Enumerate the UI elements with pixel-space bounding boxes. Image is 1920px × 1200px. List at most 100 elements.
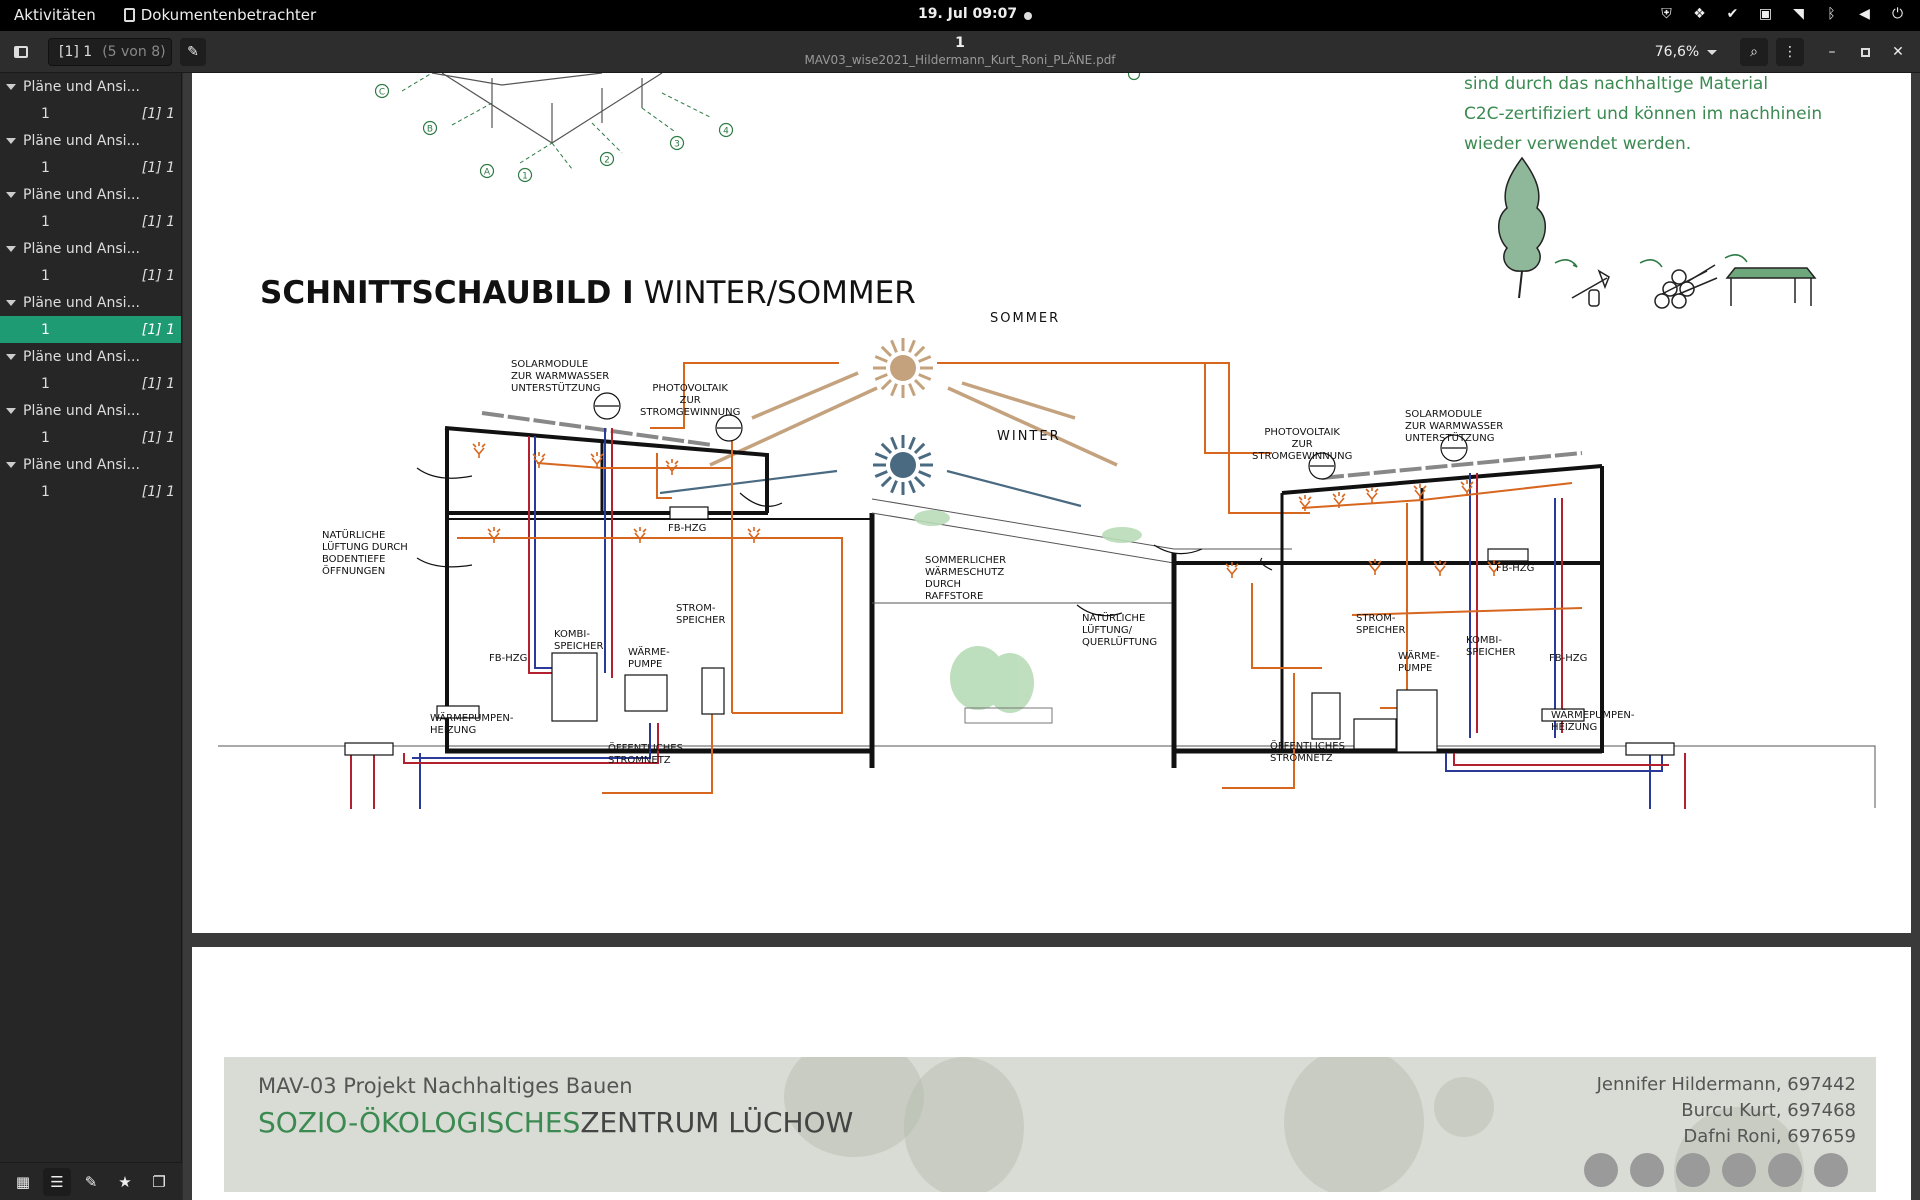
grid-icon: ▦ [15, 1172, 31, 1191]
check-circle-icon[interactable]: ✔ [1726, 6, 1739, 22]
shield-icon[interactable]: ⛨ [1661, 6, 1672, 22]
heading-light: WINTER/SOMMER [643, 275, 916, 311]
outline-entry-page: [1] 1 [141, 429, 175, 446]
ray [908, 383, 916, 397]
expander-triangle-icon[interactable] [6, 137, 16, 144]
sidebar-toggle-button[interactable] [7, 38, 35, 66]
kebab-menu-icon: ⋮ [1783, 44, 1797, 60]
heat-pump-right-label: WÄRME- PUMPE [1398, 651, 1440, 674]
project-subtitle: MAV-03 Projekt Nachhaltiges Bauen [258, 1074, 633, 1098]
volume-icon[interactable]: ◀ [1859, 6, 1870, 22]
ray [880, 442, 893, 455]
outline-button[interactable]: ☰ [43, 1167, 71, 1196]
outline-entry-page: [1] 1 [141, 375, 175, 392]
outline-section-label: Pläne und Ansi... [23, 186, 140, 203]
zoom-dropdown[interactable]: 76,6% [1644, 38, 1728, 66]
expander-triangle-icon[interactable] [6, 245, 16, 252]
outline-entry-label: 1 [41, 213, 50, 230]
activities-button[interactable]: Aktivitäten [14, 6, 96, 24]
outline-section[interactable]: Pläne und Ansi... [0, 397, 181, 424]
minimize-button[interactable]: – [1818, 38, 1846, 66]
lamp-icon [472, 442, 486, 458]
app-name: Dokumentenbetrachter [140, 6, 317, 24]
outline-entry[interactable]: 1[1] 1 [0, 370, 181, 397]
bookmarks-button[interactable]: ★ [111, 1168, 139, 1196]
floor-heating-left-upper-label: FB-HZG [668, 523, 707, 534]
outline-entry[interactable]: 1 [1] 1 [0, 154, 181, 181]
outline-entry-page: [1] 1 [141, 105, 175, 122]
lamp-icon [1487, 560, 1501, 576]
outline-section[interactable]: Pläne und Ansi... [0, 73, 181, 100]
system-tray[interactable]: ⛨ ❖ ✔ ▣ ◥ ᛒ ◀ ⏻ [1658, 6, 1906, 23]
window-subtitle: MAV03_wise2021_Hildermann_Kurt_Roni_PLÄN… [804, 53, 1116, 67]
axis-marker-label: B [427, 125, 433, 135]
current-page: [1] 1 [59, 44, 93, 60]
outline-entry[interactable]: 1[1] 1 [0, 208, 181, 235]
outline-entry[interactable]: 1 [1] 1 [0, 424, 181, 451]
outline-section[interactable]: Pläne und Ansi... [0, 451, 181, 478]
ray [890, 480, 898, 494]
clock[interactable]: 19. Jul 09:07 [918, 6, 1018, 22]
indicator-dot [1768, 1153, 1802, 1187]
axis-marker-label: C [379, 88, 385, 98]
power-icon[interactable]: ⏻ [1891, 6, 1904, 22]
search-button[interactable]: ⌕ [1740, 38, 1768, 66]
attachments-button[interactable]: ❐ [145, 1168, 173, 1196]
heat-pump-left-label: WÄRME- PUMPE [628, 647, 670, 670]
display-icon[interactable]: ▣ [1758, 6, 1773, 22]
outline-entry-label: 1 [41, 429, 50, 446]
project-title-dark: ZENTRUM LÜCHOW [580, 1106, 854, 1139]
bluetooth-icon[interactable]: ᛒ [1827, 6, 1836, 22]
menu-button[interactable]: ⋮ [1776, 38, 1804, 66]
outline-section[interactable]: Pläne und Ansi... [0, 181, 181, 208]
outline-entry-page: [1] 1 [141, 483, 175, 500]
outline-entry[interactable]: 1[1] 1 [0, 478, 181, 505]
close-icon: ✕ [1892, 44, 1904, 60]
outline-section[interactable]: Pläne und Ansi... [0, 235, 181, 262]
notification-dot [1024, 12, 1032, 20]
author: Jennifer Hildermann, 697442 [1596, 1074, 1856, 1095]
outline-section[interactable]: Pläne und Ansi... [0, 289, 181, 316]
lamp-icon [1298, 495, 1312, 511]
axis-marker-label: 3 [674, 140, 680, 150]
outline-entry[interactable]: 1[1] 1 [0, 100, 181, 127]
outline-section[interactable]: Pläne und Ansi... [0, 343, 181, 370]
chevron-down-icon [1707, 49, 1718, 55]
expander-triangle-icon[interactable] [6, 353, 16, 360]
page-number-field[interactable]: [1] 1 (5 von 8) [48, 38, 172, 66]
expander-triangle-icon[interactable] [6, 191, 16, 198]
expander-triangle-icon[interactable] [6, 407, 16, 414]
floor-heating-left-lower-label: FB-HZG [489, 653, 528, 664]
lamp-icon [1368, 559, 1382, 575]
indicator-dot [1814, 1153, 1848, 1187]
ray [874, 452, 888, 460]
sidebar-toolbar: ▦ ☰ ✎ ★ ❐ [0, 1162, 182, 1200]
app-menu[interactable]: Dokumentenbetrachter [123, 6, 317, 24]
outline-entry[interactable]: 1[1] 1 [0, 316, 181, 343]
thumbnails-button[interactable]: ▦ [9, 1168, 37, 1196]
annotations-button[interactable]: ✎ [77, 1168, 105, 1196]
ray [908, 436, 916, 450]
outline-entry[interactable]: 1[1] 1 [0, 262, 181, 289]
wifi-icon[interactable]: ◥ [1793, 6, 1804, 22]
axis-marker [669, 135, 685, 151]
outline-entry-label: 1 [41, 159, 50, 176]
expander-triangle-icon[interactable] [6, 461, 16, 468]
expander-triangle-icon[interactable] [6, 299, 16, 306]
author: Burcu Kurt, 697468 [1681, 1100, 1856, 1121]
lamp-icon [1365, 487, 1379, 503]
project-title-green: SOZIO-ÖKOLOGISCHES [258, 1106, 581, 1139]
outline-section[interactable]: Pläne und Ansi... [0, 127, 181, 154]
close-button[interactable]: ✕ [1884, 38, 1912, 66]
dropbox-icon[interactable]: ❖ [1693, 6, 1706, 22]
outline-entry-page: [1] 1 [141, 159, 175, 176]
logs-icon [1654, 264, 1718, 309]
annotate-button[interactable]: ✎ [180, 38, 206, 66]
maximize-button[interactable] [1851, 38, 1879, 66]
expander-triangle-icon[interactable] [6, 83, 16, 90]
indicator-dot [1722, 1153, 1756, 1187]
ray [918, 355, 932, 363]
outline-section-label: Pläne und Ansi... [23, 132, 140, 149]
